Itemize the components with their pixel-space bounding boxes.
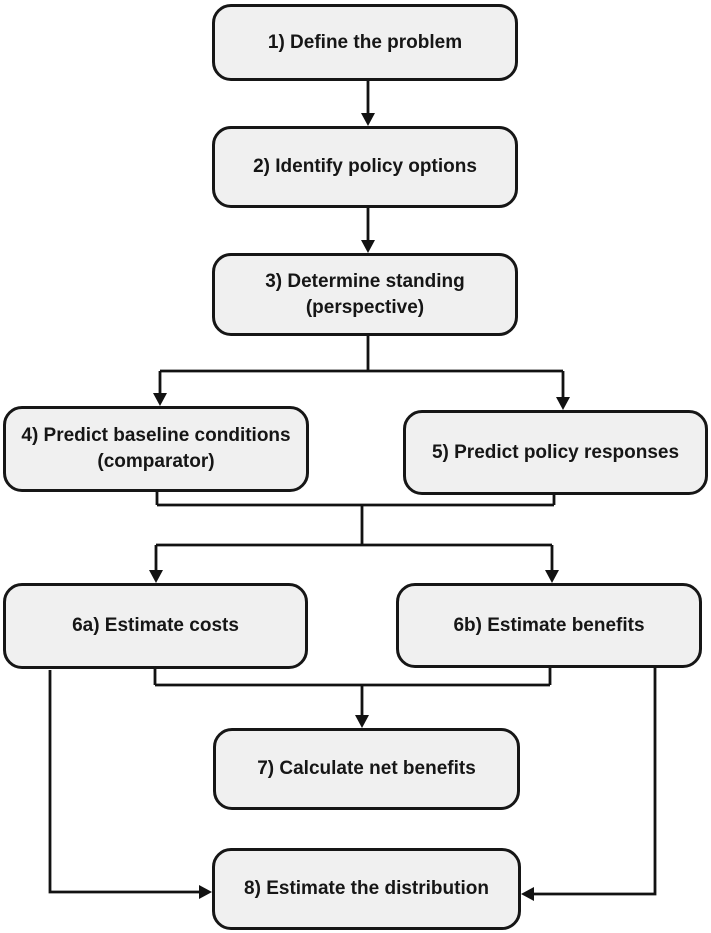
node-estimate-distribution: 8) Estimate the distribution	[212, 848, 521, 930]
edge-6ab-to-7	[153, 668, 552, 728]
node-identify-policy-options: 2) Identify policy options	[212, 126, 518, 208]
node-label: 3) Determine standing (perspective)	[265, 270, 465, 318]
edge-45-to-6ab	[149, 492, 559, 583]
arrowhead-down-icon	[355, 715, 369, 728]
node-estimate-costs: 6a) Estimate costs	[3, 583, 308, 669]
node-label: 5) Predict policy responses	[431, 441, 680, 463]
node-label: 4) Predict baseline conditions (comparat…	[21, 425, 291, 472]
edge-6a-to-8	[48, 670, 212, 899]
node-label: 6b) Estimate benefits	[453, 614, 645, 636]
node-label: 1) Define the problem	[267, 31, 463, 53]
arrowhead-right-icon	[199, 885, 212, 899]
edge-1-to-2	[361, 81, 375, 126]
arrowhead-down-icon	[361, 240, 375, 253]
arrowhead-down-icon	[545, 570, 559, 583]
node-estimate-benefits: 6b) Estimate benefits	[396, 583, 702, 668]
arrowhead-left-icon	[521, 887, 534, 901]
node-label: 2) Identify policy options	[253, 156, 477, 178]
node-label: 6a) Estimate costs	[72, 615, 239, 637]
arrowhead-down-icon	[361, 113, 375, 126]
node-predict-policy-responses: 5) Predict policy responses	[403, 410, 708, 495]
node-predict-baseline-conditions: 4) Predict baseline conditions (comparat…	[3, 406, 309, 492]
node-define-problem: 1) Define the problem	[212, 4, 518, 81]
edge-2-to-3	[361, 208, 375, 253]
arrowhead-down-icon	[149, 570, 163, 583]
arrowhead-down-icon	[556, 397, 570, 410]
edge-3-branch	[153, 336, 570, 410]
node-determine-standing: 3) Determine standing (perspective)	[212, 253, 518, 336]
node-label: 7) Calculate net benefits	[257, 758, 476, 780]
arrowhead-down-icon	[153, 393, 167, 406]
node-calculate-net-benefits: 7) Calculate net benefits	[213, 728, 520, 810]
node-label: 8) Estimate the distribution	[244, 878, 489, 900]
edge-6b-to-8	[521, 668, 657, 901]
